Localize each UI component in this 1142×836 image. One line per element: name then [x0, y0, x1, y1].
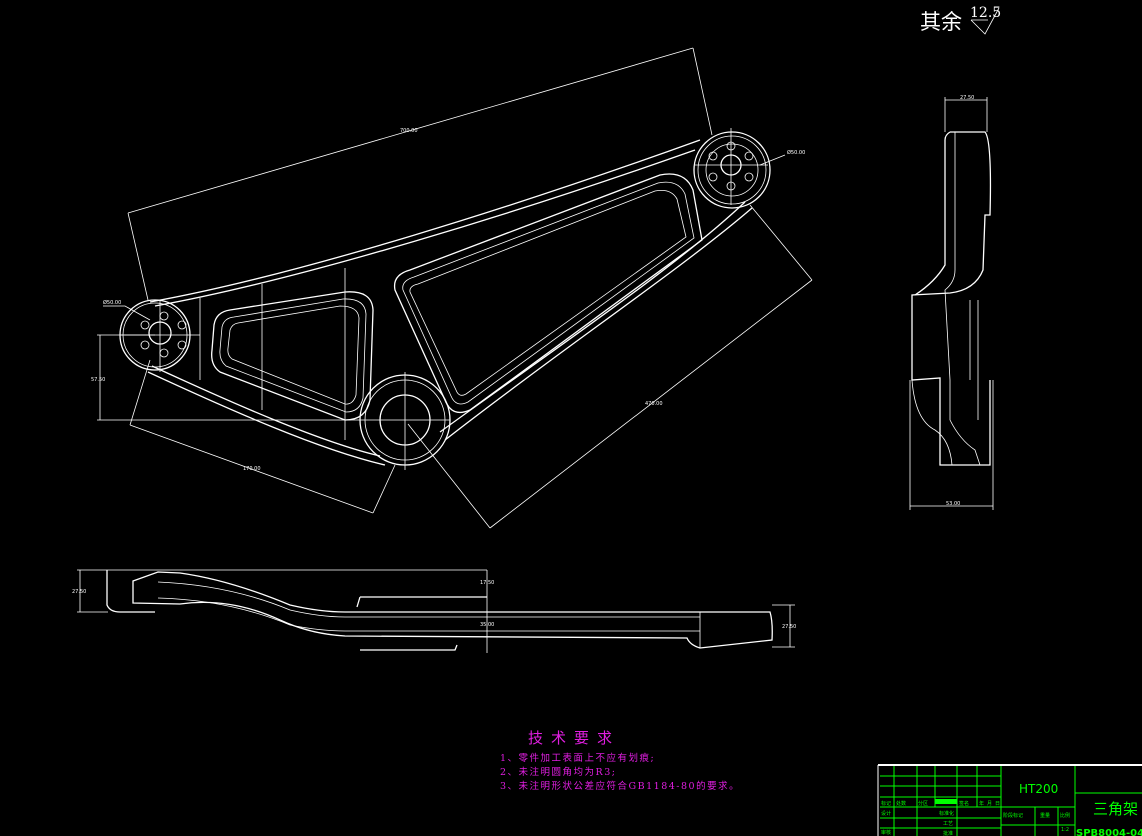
- row-process: 工艺: [943, 821, 953, 827]
- material-label: HT200: [1019, 782, 1058, 796]
- dim-right-boss-dia: Ø50.00: [787, 149, 805, 156]
- header-zone: 分区: [918, 800, 928, 807]
- roughness-label: 其余: [920, 10, 962, 34]
- dim-right-length: 470.00: [645, 401, 663, 407]
- dim-bottom-left-height: 27.50: [72, 589, 86, 595]
- dim-left-boss-dia: Ø50.00: [103, 299, 121, 306]
- row-review: 审核: [881, 829, 891, 836]
- bottom-view: 27.50 17.50 35.00 27.50: [72, 569, 796, 653]
- roughness-symbol-icon: 12.5: [970, 5, 1001, 35]
- dim-side-top: 27.50: [960, 95, 974, 101]
- stage-weight: 重量: [1040, 812, 1050, 819]
- tech-requirement-2: 2、未注明圆角均为R3;: [500, 767, 617, 778]
- drawing-number: SPB8004-04-0: [1076, 828, 1142, 836]
- tech-requirement-1: 1、零件加工表面上不应有划痕;: [500, 753, 656, 764]
- dim-side-bottom: 53.00: [946, 501, 960, 507]
- dim-left-height: 57.50: [91, 377, 105, 383]
- part-name: 三角架: [1093, 800, 1138, 818]
- dim-bottom-mid-upper: 17.50: [480, 580, 494, 586]
- dim-bottom-mid-total: 35.00: [480, 622, 494, 628]
- surface-roughness: 其余: [920, 6, 962, 36]
- header-mark: 标记: [881, 800, 891, 807]
- row-standard: 标准化: [939, 810, 954, 817]
- row-design: 设计: [881, 810, 891, 817]
- tech-requirement-3: 3、未注明形状公差应符合GB1184-80的要求。: [500, 781, 741, 792]
- header-year: 年: [979, 800, 984, 807]
- dim-bottom-right-height: 27.50: [782, 624, 796, 630]
- front-view: 700.00 470.00 170.00 57.50 Ø50.00 Ø50.00: [91, 47, 813, 529]
- row-approve: 批准: [943, 830, 953, 836]
- dim-bottom-length: 170.00: [243, 466, 261, 472]
- title-block: HT200 三角架 SPB8004-04-0 1:2 标记 处数 分区 签名 年…: [877, 764, 1142, 836]
- side-view: 27.50 53.00: [909, 95, 994, 510]
- dim-top-length: 700.00: [400, 128, 418, 134]
- stage-scale: 比例: [1060, 812, 1070, 819]
- header-sign: 签名: [959, 800, 969, 807]
- stage-mark: 阶段标记: [1003, 812, 1023, 819]
- scale-value: 1:2: [1061, 827, 1069, 833]
- tech-requirements-title: 技术要求: [528, 729, 621, 747]
- header-day: 日: [995, 801, 1000, 807]
- header-count: 处数: [896, 800, 906, 807]
- header-month: 月: [987, 801, 992, 807]
- roughness-value: 12.5: [970, 5, 1001, 21]
